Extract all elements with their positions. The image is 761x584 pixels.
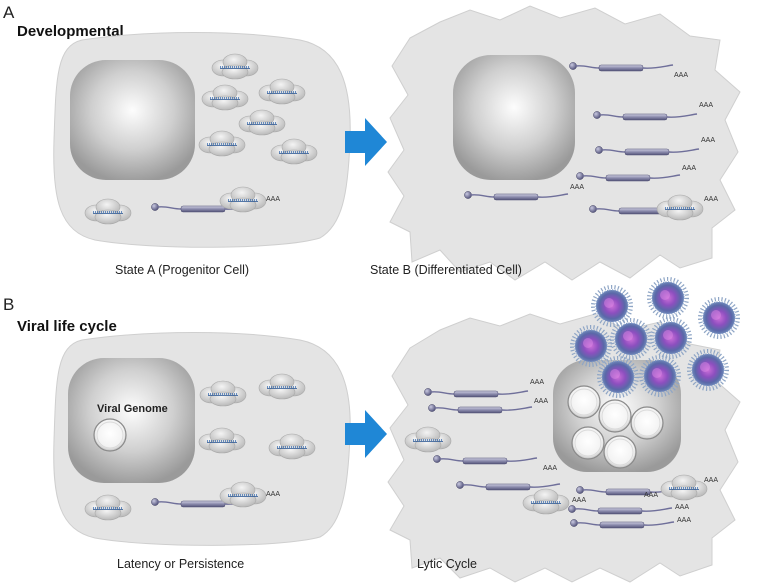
viral-genome-icon	[571, 426, 605, 460]
polya-tail: AAA	[675, 504, 689, 511]
virion-icon	[591, 285, 633, 327]
lytic-cell: AAA AAA AAA AAA AAA AAA AAA AAA	[387, 277, 741, 583]
virion-icon	[698, 297, 740, 339]
transcripts-lytic: AAA AAA AAA AAA AAA AAA AAA AAA	[404, 379, 718, 529]
panel-b-letter: B	[3, 295, 14, 314]
panel-a-title: Developmental	[17, 23, 124, 40]
viral-genome-label: Viral Genome	[97, 403, 168, 415]
latent-cell: Viral Genome AAA	[53, 332, 351, 546]
polya-tail: AAA	[572, 497, 586, 504]
translated-transcript-latent: AAA	[150, 481, 280, 508]
polya-tail: AAA	[704, 196, 718, 203]
panel-b-left-caption: Latency or Persistence	[117, 557, 244, 571]
differentiated-cell: AAA AAA AAA AAA AAA AAA	[387, 5, 741, 281]
virion-icon	[647, 277, 689, 319]
polya-tail: AAA	[543, 465, 557, 472]
progenitor-nucleus	[70, 60, 195, 180]
viral-genome-icon	[93, 418, 127, 452]
panel-a-left-caption: State A (Progenitor Cell)	[115, 263, 249, 277]
polya-tail: AAA	[266, 491, 280, 498]
viral-genome-icon	[598, 399, 632, 433]
panel-b-right-caption: Lytic Cycle	[417, 557, 477, 571]
viral-genome-icon	[630, 406, 664, 440]
polya-tail: AAA	[704, 477, 718, 484]
differentiated-nucleus	[453, 55, 575, 180]
panel-a-right-caption: State B (Differentiated Cell)	[370, 263, 522, 277]
polya-tail: AAA	[534, 398, 548, 405]
panel-b-title: Viral life cycle	[17, 318, 117, 335]
transcripts-b: AAA AAA AAA AAA AAA AAA	[463, 61, 718, 221]
viral-genome-icon	[603, 435, 637, 469]
polya-tail: AAA	[701, 137, 715, 144]
polya-tail: AAA	[682, 165, 696, 172]
panel-a-letter: A	[3, 3, 15, 22]
polya-tail: AAA	[674, 72, 688, 79]
progenitor-cell: AAA	[53, 32, 351, 248]
translated-transcript-a: AAA	[150, 186, 280, 213]
transition-arrow-icon	[345, 118, 387, 166]
polya-tail: AAA	[699, 102, 713, 109]
polya-tail: AAA	[644, 492, 658, 499]
polya-tail: AAA	[677, 517, 691, 524]
latent-nucleus	[68, 358, 195, 483]
viral-genome-icon	[567, 385, 601, 419]
polya-tail: AAA	[266, 196, 280, 203]
transition-arrow-icon	[345, 410, 387, 458]
polya-tail: AAA	[570, 184, 584, 191]
polya-tail: AAA	[530, 379, 544, 386]
